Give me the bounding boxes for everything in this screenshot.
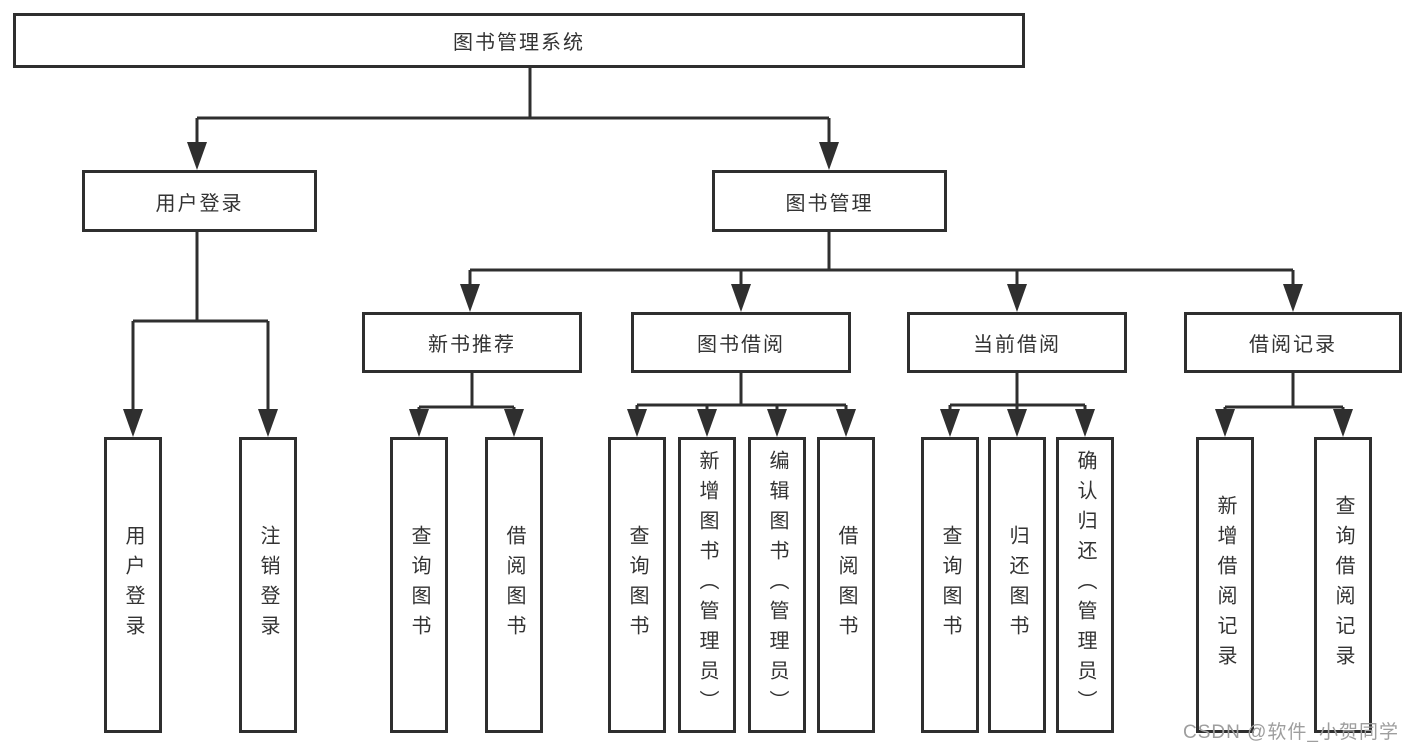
leaf-query-books-current: 查询图书	[921, 437, 979, 733]
arrowhead	[697, 409, 717, 437]
node-label: 图书借阅	[697, 334, 785, 356]
node-borrow-records: 借阅记录	[1184, 312, 1402, 373]
node-label: 图书管理系统	[453, 32, 585, 54]
arrowhead	[627, 409, 647, 437]
connector-root-to-level2	[187, 68, 839, 170]
node-label: 编辑图书（管理员）	[766, 450, 788, 720]
node-label: 查询图书	[408, 525, 430, 645]
leaf-logout: 注销登录	[239, 437, 297, 733]
arrowhead	[836, 409, 856, 437]
arrowhead	[731, 284, 751, 312]
node-book-borrow: 图书借阅	[631, 312, 851, 373]
leaf-borrow-books: 借阅图书	[817, 437, 875, 733]
node-new-book-recommend: 新书推荐	[362, 312, 582, 373]
arrowhead	[1283, 284, 1303, 312]
arrowhead	[409, 409, 429, 437]
connector-current-borrow-to-leaves	[940, 373, 1095, 437]
arrowhead	[504, 409, 524, 437]
node-user-login: 用户登录	[82, 170, 317, 232]
leaf-add-borrow-record: 新增借阅记录	[1196, 437, 1254, 733]
leaf-confirm-return-admin: 确认归还（管理员）	[1056, 437, 1114, 733]
node-book-management: 图书管理	[712, 170, 947, 232]
leaf-user-login: 用户登录	[104, 437, 162, 733]
node-label: 新增图书（管理员）	[696, 450, 718, 720]
connector-borrow-records-to-leaves	[1215, 373, 1353, 437]
node-current-borrow: 当前借阅	[907, 312, 1127, 373]
node-label: 新增借阅记录	[1214, 495, 1236, 675]
node-label: 查询图书	[939, 525, 961, 645]
node-label: 用户登录	[155, 192, 244, 215]
leaf-query-borrow-record: 查询借阅记录	[1314, 437, 1372, 733]
node-label: 当前借阅	[973, 334, 1061, 356]
connector-book-management-to-level3	[460, 232, 1303, 312]
arrowhead	[1075, 409, 1095, 437]
connector-new-book-recommend-to-leaves	[409, 373, 524, 437]
node-label: 确认归还（管理员）	[1074, 450, 1096, 720]
node-label: 借阅图书	[503, 525, 525, 645]
arrowhead	[1007, 409, 1027, 437]
node-root-library-system: 图书管理系统	[13, 13, 1025, 68]
connector-user-login-to-leaves	[123, 232, 278, 437]
arrowhead	[123, 409, 143, 437]
node-label: 查询借阅记录	[1332, 495, 1354, 675]
leaf-query-books-borrow: 查询图书	[608, 437, 666, 733]
node-label: 图书管理	[785, 192, 874, 215]
node-label: 借阅图书	[835, 525, 857, 645]
arrowhead	[940, 409, 960, 437]
leaf-edit-books-admin: 编辑图书（管理员）	[748, 437, 806, 733]
arrowhead	[819, 142, 839, 170]
arrowhead	[767, 409, 787, 437]
node-label: 归还图书	[1006, 525, 1028, 645]
node-label: 用户登录	[122, 525, 144, 645]
node-label: 新书推荐	[428, 334, 516, 356]
arrowhead	[1007, 284, 1027, 312]
leaf-add-books-admin: 新增图书（管理员）	[678, 437, 736, 733]
arrowhead	[1333, 409, 1353, 437]
arrowhead	[460, 284, 480, 312]
leaf-borrow-books-recommend: 借阅图书	[485, 437, 543, 733]
arrowhead	[187, 142, 207, 170]
leaf-query-books-recommend: 查询图书	[390, 437, 448, 733]
leaf-return-books: 归还图书	[988, 437, 1046, 733]
node-label: 借阅记录	[1249, 334, 1337, 356]
arrowhead	[258, 409, 278, 437]
node-label: 注销登录	[257, 525, 279, 645]
node-label: 查询图书	[626, 525, 648, 645]
csdn-watermark: CSDN @软件_小贺同学	[1183, 722, 1399, 743]
arrowhead	[1215, 409, 1235, 437]
connector-book-borrow-to-leaves	[627, 373, 856, 437]
